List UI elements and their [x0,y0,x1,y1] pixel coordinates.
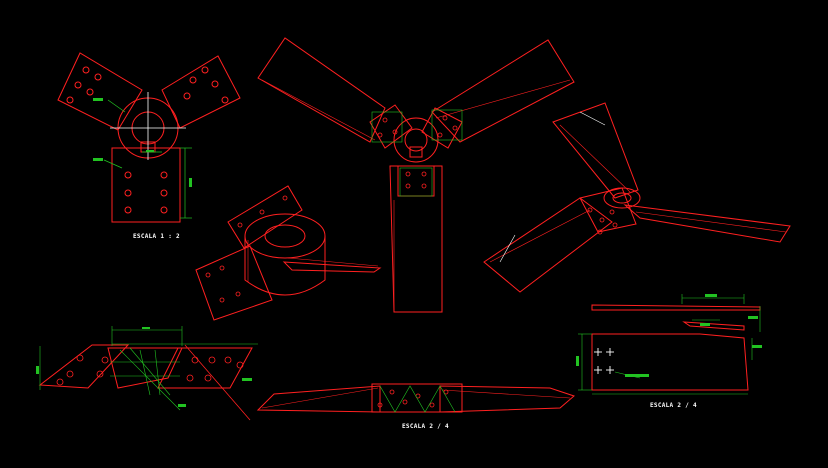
blade-development-view [38,344,253,421]
detail-hole-markers [594,348,614,374]
hub-left-arm-bolts [66,66,102,104]
side-hub-green [379,385,456,413]
iso-ring-bore [264,224,306,248]
iso-impeller-plate [579,187,637,233]
impeller-right-plate [421,107,463,149]
dev-dimensions [39,326,258,411]
hub-bottom-arm-bolts [124,171,168,214]
iso-impeller-bolts [587,207,618,235]
isometric-hub-view [195,185,382,321]
hub-left-arm [57,52,143,131]
impeller-hub-key [409,146,423,158]
hub-plan-dim-ticks [93,98,192,187]
iso-impeller-upper-blade [552,102,639,199]
dev-right-blade [157,347,253,389]
iso-impeller-right-blade [623,204,791,243]
hub-right-arm [161,55,241,129]
dev-left-blade [38,344,130,389]
dev-dim-text-marks [36,327,252,407]
iso-lower-plate [195,245,273,321]
side-elevation-view [256,383,575,413]
detail-mid-strip [682,321,745,331]
detail-plate [591,333,749,391]
hub-center-crosshair [110,92,186,160]
impeller-hub-inner [404,128,428,152]
iso-impeller-bore [612,192,632,204]
dev-bolts [56,354,244,386]
side-hub [371,383,463,413]
iso-bolts [205,195,288,303]
impeller-left-plate [369,104,413,149]
iso-right-blade [282,261,382,273]
impeller-left-blade [257,37,386,143]
isometric-impeller-view [483,102,791,293]
impeller-bolts [377,115,458,189]
side-right-blade [439,385,575,413]
view-1-scale-label: ESCALA 1 : 2 [133,233,180,240]
impeller-green-marks [371,109,463,197]
detail-dim-text-marks [576,294,762,377]
side-hub-bolts [377,389,449,408]
dev-extension-line [184,344,251,421]
impeller-right-blade [431,39,575,143]
impeller-bottom-blade [389,165,443,313]
hub-right-arm-bolts [183,66,229,104]
hub-plan-dimensions [103,99,192,219]
iso-impeller-lower-blade [483,197,613,293]
iso-impeller-white-edge [499,111,606,263]
dev-center-plate [107,347,183,389]
view-2-scale-label: ESCALA 2 / 4 [402,423,449,430]
view-3-scale-label: ESCALA 2 / 4 [650,402,697,409]
impeller-front-view [257,37,575,313]
hub-bottom-arm [111,147,181,223]
iso-upper-plate [227,185,303,249]
